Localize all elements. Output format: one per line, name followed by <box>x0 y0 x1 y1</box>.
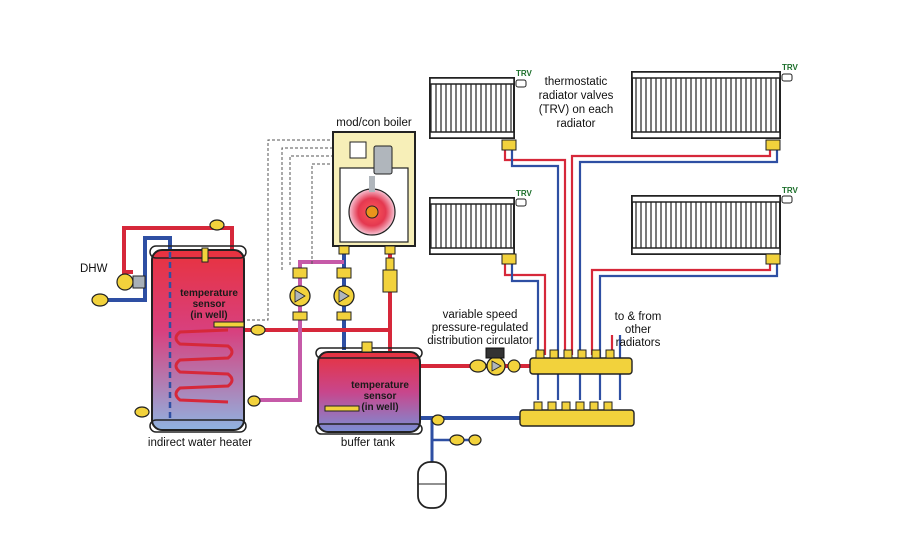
heater-coil-return-pipe <box>250 260 344 402</box>
buffer-sensor-label-1: temperature <box>351 380 409 391</box>
dhw-label: DHW <box>80 263 108 275</box>
trv-tag-2: TRV <box>782 63 799 72</box>
trv-tag-4: TRV <box>782 186 799 195</box>
trv-tag-3: TRV <box>516 189 533 198</box>
buffer-tank <box>315 341 445 435</box>
trv-note-3: (TRV) on each <box>539 104 614 116</box>
water-heater-label: indirect water heater <box>148 437 252 449</box>
buffer-sensor-label-2: sensor <box>364 391 397 402</box>
heater-sensor-label-1: temperature <box>180 288 238 299</box>
buffer-tank-label: buffer tank <box>341 437 395 449</box>
dhw-fittings <box>91 219 266 418</box>
dhw-cold-pipe <box>108 236 172 302</box>
dhw-valve <box>91 293 109 307</box>
to-from-label-1: to & from <box>615 311 662 323</box>
radiator-top-right <box>631 71 793 151</box>
trv-note-4: radiator <box>557 118 596 130</box>
radiator-middle-right <box>631 195 793 265</box>
trv-note-1: thermostatic <box>545 76 608 88</box>
radiator-middle-left <box>429 197 527 265</box>
heat-exchanger-coil <box>174 328 234 404</box>
radiator-top-left <box>429 77 527 151</box>
mod-con-boiler <box>332 131 416 247</box>
heater-sensor-label-2: sensor <box>193 299 226 310</box>
supply-manifold <box>529 349 633 375</box>
return-manifold <box>519 401 635 427</box>
trv-note-2: radiator valves <box>539 90 614 102</box>
indirect-water-heater <box>149 245 247 433</box>
dhw-hot-pipe <box>122 226 234 274</box>
boiler-circulators <box>289 245 398 321</box>
heater-sensor-label-3: (in well) <box>190 310 227 321</box>
to-from-label-3: radiators <box>616 337 661 349</box>
circulator-label-3: distribution circulator <box>427 335 533 347</box>
trv-tag-1: TRV <box>516 69 533 78</box>
piping <box>108 150 779 470</box>
relief-valve <box>382 269 398 293</box>
mixing-valve <box>116 273 134 291</box>
distribution-circulator <box>469 347 521 376</box>
to-from-label-2: other <box>625 324 651 336</box>
circulator-label-2: pressure-regulated <box>432 322 529 334</box>
circulator-label-1: variable speed <box>443 309 518 321</box>
control-wiring <box>242 139 333 321</box>
boiler-label: mod/con boiler <box>336 117 412 129</box>
buffer-sensor-label-3: (in well) <box>361 402 398 413</box>
expansion-tank <box>417 434 482 509</box>
